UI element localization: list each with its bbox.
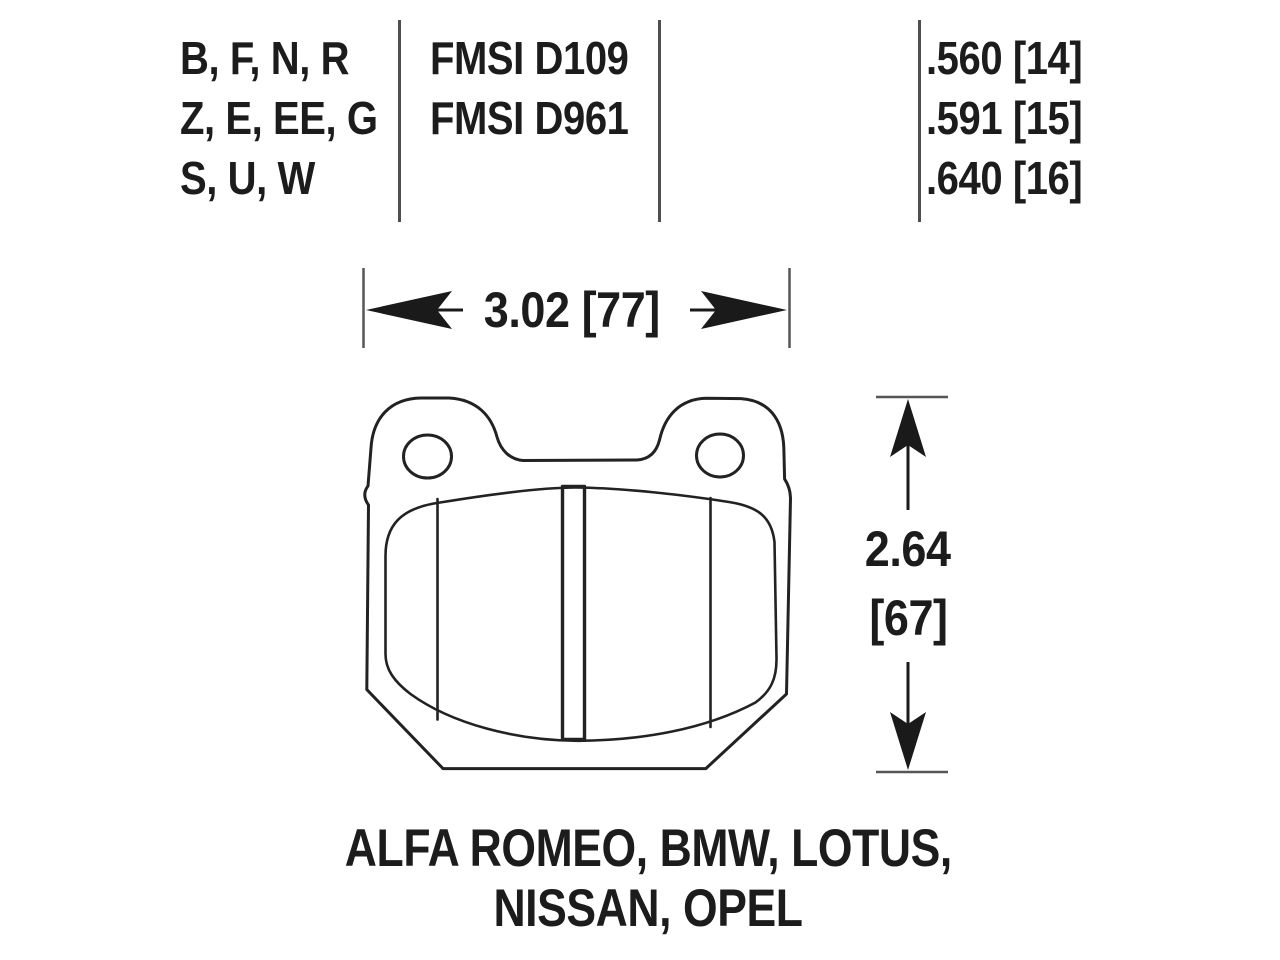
applications-line-2: NISSAN, OPEL bbox=[16, 879, 1280, 939]
center-slot bbox=[560, 484, 587, 742]
table-divider-1 bbox=[398, 20, 401, 222]
table-divider-2 bbox=[658, 20, 661, 222]
fmsi-row-1: FMSI D109 bbox=[430, 28, 658, 88]
compound-codes-text-2: Z, E, EE, G bbox=[180, 92, 378, 144]
fmsi-row-2: FMSI D961 bbox=[430, 88, 658, 148]
backing-plate-outline bbox=[363, 396, 792, 771]
fmsi-text-2: FMSI D961 bbox=[430, 92, 629, 144]
compound-codes-column: B, F, N, R Z, E, EE, G S, U, W bbox=[180, 28, 407, 208]
height-dimension-inches-text: 2.64 bbox=[865, 521, 951, 577]
compound-codes-text-1: B, F, N, R bbox=[180, 32, 350, 84]
thickness-column: .560 [14] .591 [15] .640 [16] bbox=[926, 28, 1106, 208]
compound-codes-row-2: Z, E, EE, G bbox=[180, 88, 407, 148]
fmsi-text-1: FMSI D109 bbox=[430, 32, 629, 84]
table-divider-3 bbox=[918, 20, 921, 222]
width-dimension-label: 3.02 [77] bbox=[372, 285, 772, 335]
height-dimension-mm-text: [67] bbox=[868, 590, 948, 646]
right-ear-hole bbox=[695, 432, 745, 479]
friction-pad-outline bbox=[384, 486, 778, 743]
thickness-text-3: .640 [16] bbox=[926, 152, 1083, 204]
height-dimension-label-inches: 2.64 bbox=[808, 524, 1008, 574]
applications-text-2: NISSAN, OPEL bbox=[493, 879, 803, 938]
width-arrow-left-icon bbox=[366, 291, 452, 329]
compound-codes-row-3: S, U, W bbox=[180, 148, 407, 208]
vehicle-applications: ALFA ROMEO, BMW, LOTUS, NISSAN, OPEL bbox=[16, 819, 1280, 939]
thickness-row-2: .591 [15] bbox=[926, 88, 1106, 148]
width-dimension bbox=[362, 268, 791, 348]
left-ear-hole bbox=[402, 433, 453, 480]
thickness-row-1: .560 [14] bbox=[926, 28, 1106, 88]
thickness-text-1: .560 [14] bbox=[926, 32, 1083, 84]
width-arrow-right-icon bbox=[701, 291, 787, 329]
width-dimension-text: 3.02 [77] bbox=[483, 282, 661, 338]
thickness-row-3: .640 [16] bbox=[926, 148, 1106, 208]
height-arrow-up-icon bbox=[890, 399, 926, 457]
height-dimension-label-mm: [67] bbox=[808, 593, 1008, 643]
applications-line-1: ALFA ROMEO, BMW, LOTUS, bbox=[16, 819, 1280, 879]
thickness-text-2: .591 [15] bbox=[926, 92, 1083, 144]
fmsi-column: FMSI D109 FMSI D961 bbox=[430, 28, 658, 148]
compound-codes-row-1: B, F, N, R bbox=[180, 28, 407, 88]
applications-text-1: ALFA ROMEO, BMW, LOTUS, bbox=[344, 819, 952, 878]
height-dimension bbox=[876, 395, 948, 774]
compound-codes-text-3: S, U, W bbox=[180, 152, 315, 204]
height-arrow-down-icon bbox=[890, 712, 926, 770]
